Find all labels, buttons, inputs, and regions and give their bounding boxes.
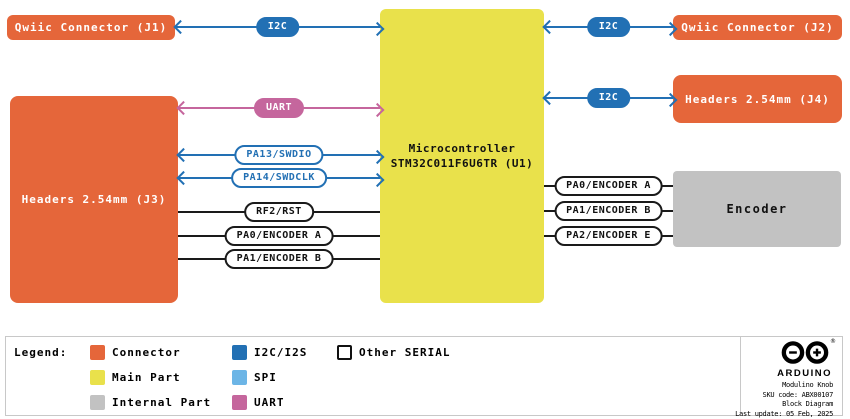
signal-pill: PA1/ENCODER B bbox=[224, 249, 334, 269]
conn-uart: UART bbox=[176, 98, 385, 118]
arrow-left-icon bbox=[542, 90, 557, 106]
block-microcontroller: Microcontroller STM32C011F6U6TR (U1) bbox=[380, 9, 544, 303]
block-label: Headers 2.54mm (J3) bbox=[21, 193, 167, 206]
legend-label-i2c-i2s: I2C/I2S bbox=[254, 346, 308, 359]
arrow-left-icon bbox=[176, 147, 191, 163]
legend-label-internal-part: Internal Part bbox=[112, 396, 212, 409]
signal-pill: PA13/SWDIO bbox=[234, 145, 324, 165]
arrow-left-icon bbox=[176, 170, 191, 186]
legend-label-other-serial: Other SERIAL bbox=[359, 346, 451, 359]
brand-name: ARDUINO bbox=[777, 368, 832, 379]
conn-pa2-encoder-e-right: PA2/ENCODER E bbox=[544, 226, 673, 246]
arrow-left-icon bbox=[542, 19, 557, 35]
block-encoder: Encoder bbox=[673, 171, 841, 247]
signal-pill: RF2/RST bbox=[244, 202, 314, 222]
signal-pill: PA0/ENCODER A bbox=[224, 226, 334, 246]
conn-pa1-encoder-b-right: PA1/ENCODER B bbox=[544, 201, 673, 221]
bus-pill-i2c: I2C bbox=[255, 17, 300, 37]
legend-swatch-spi bbox=[232, 370, 247, 385]
block-label: Headers 2.54mm (J4) bbox=[685, 92, 830, 106]
block-label: Qwiic Connector (J1) bbox=[14, 21, 168, 34]
arduino-infinity-icon bbox=[781, 341, 829, 364]
conn-pa1-encoder-b-left: PA1/ENCODER B bbox=[178, 249, 380, 269]
signal-pill: PA1/ENCODER B bbox=[554, 201, 663, 221]
arduino-logo-icon: ® bbox=[780, 338, 836, 369]
conn-pa13-swdio: PA13/SWDIO bbox=[176, 145, 385, 165]
conn-i2c-j1: I2C bbox=[173, 17, 385, 37]
arrow-left-icon bbox=[176, 100, 191, 116]
bus-pill-i2c: I2C bbox=[586, 88, 631, 108]
block-label: Qwiic Connector (J2) bbox=[681, 21, 834, 34]
legend-label-spi: SPI bbox=[254, 371, 277, 384]
legend-label-main-part: Main Part bbox=[112, 371, 181, 384]
doc-type: Block Diagram bbox=[782, 400, 833, 408]
block-qwiic-connector-j1: Qwiic Connector (J1) bbox=[7, 15, 175, 40]
conn-pa0-encoder-a-left: PA0/ENCODER A bbox=[178, 226, 380, 246]
registered-trademark: ® bbox=[830, 338, 836, 345]
sku-code: SKU code: ABX00107 bbox=[762, 390, 834, 399]
legend-swatch-connector bbox=[90, 345, 105, 360]
legend-panel: Legend: Connector Main Part Internal Par… bbox=[5, 336, 843, 418]
product-name: Modulino Knob bbox=[782, 381, 833, 389]
legend-swatch-i2c-i2s bbox=[232, 345, 247, 360]
legend-swatch-main-part bbox=[90, 370, 105, 385]
conn-pa14-swdclk: PA14/SWDCLK bbox=[176, 168, 385, 188]
conn-pa0-encoder-a-right: PA0/ENCODER A bbox=[544, 176, 673, 196]
block-qwiic-connector-j2: Qwiic Connector (J2) bbox=[673, 15, 842, 40]
mcu-title: Microcontroller bbox=[408, 142, 516, 155]
legend-divider bbox=[740, 337, 741, 415]
block-headers-j3: Headers 2.54mm (J3) bbox=[10, 96, 178, 303]
conn-i2c-j4: I2C bbox=[542, 88, 678, 108]
signal-pill: PA2/ENCODER E bbox=[554, 226, 663, 246]
signal-pill: PA14/SWDCLK bbox=[231, 168, 327, 188]
brand-panel: ® ARDUINO Modulino Knob SKU code: ABX001… bbox=[735, 337, 842, 418]
conn-i2c-j2: I2C bbox=[542, 17, 678, 37]
legend-title: Legend: bbox=[14, 346, 68, 359]
legend-swatch-uart bbox=[232, 395, 247, 410]
last-update: Last update: 05 Feb, 2025 bbox=[735, 409, 833, 418]
block-headers-j4: Headers 2.54mm (J4) bbox=[673, 75, 842, 123]
mcu-part-number: STM32C011F6U6TR (U1) bbox=[390, 157, 534, 170]
legend-label-uart: UART bbox=[254, 396, 285, 409]
block-label: Encoder bbox=[726, 201, 788, 216]
legend-swatch-internal-part bbox=[90, 395, 105, 410]
conn-rf2-rst: RF2/RST bbox=[178, 202, 380, 222]
bus-pill-i2c: I2C bbox=[586, 17, 631, 37]
bus-pill-uart: UART bbox=[253, 98, 305, 118]
arrow-left-icon bbox=[173, 19, 188, 35]
legend-label-connector: Connector bbox=[112, 346, 181, 359]
signal-pill: PA0/ENCODER A bbox=[554, 176, 663, 196]
legend-swatch-other-serial bbox=[337, 345, 352, 360]
